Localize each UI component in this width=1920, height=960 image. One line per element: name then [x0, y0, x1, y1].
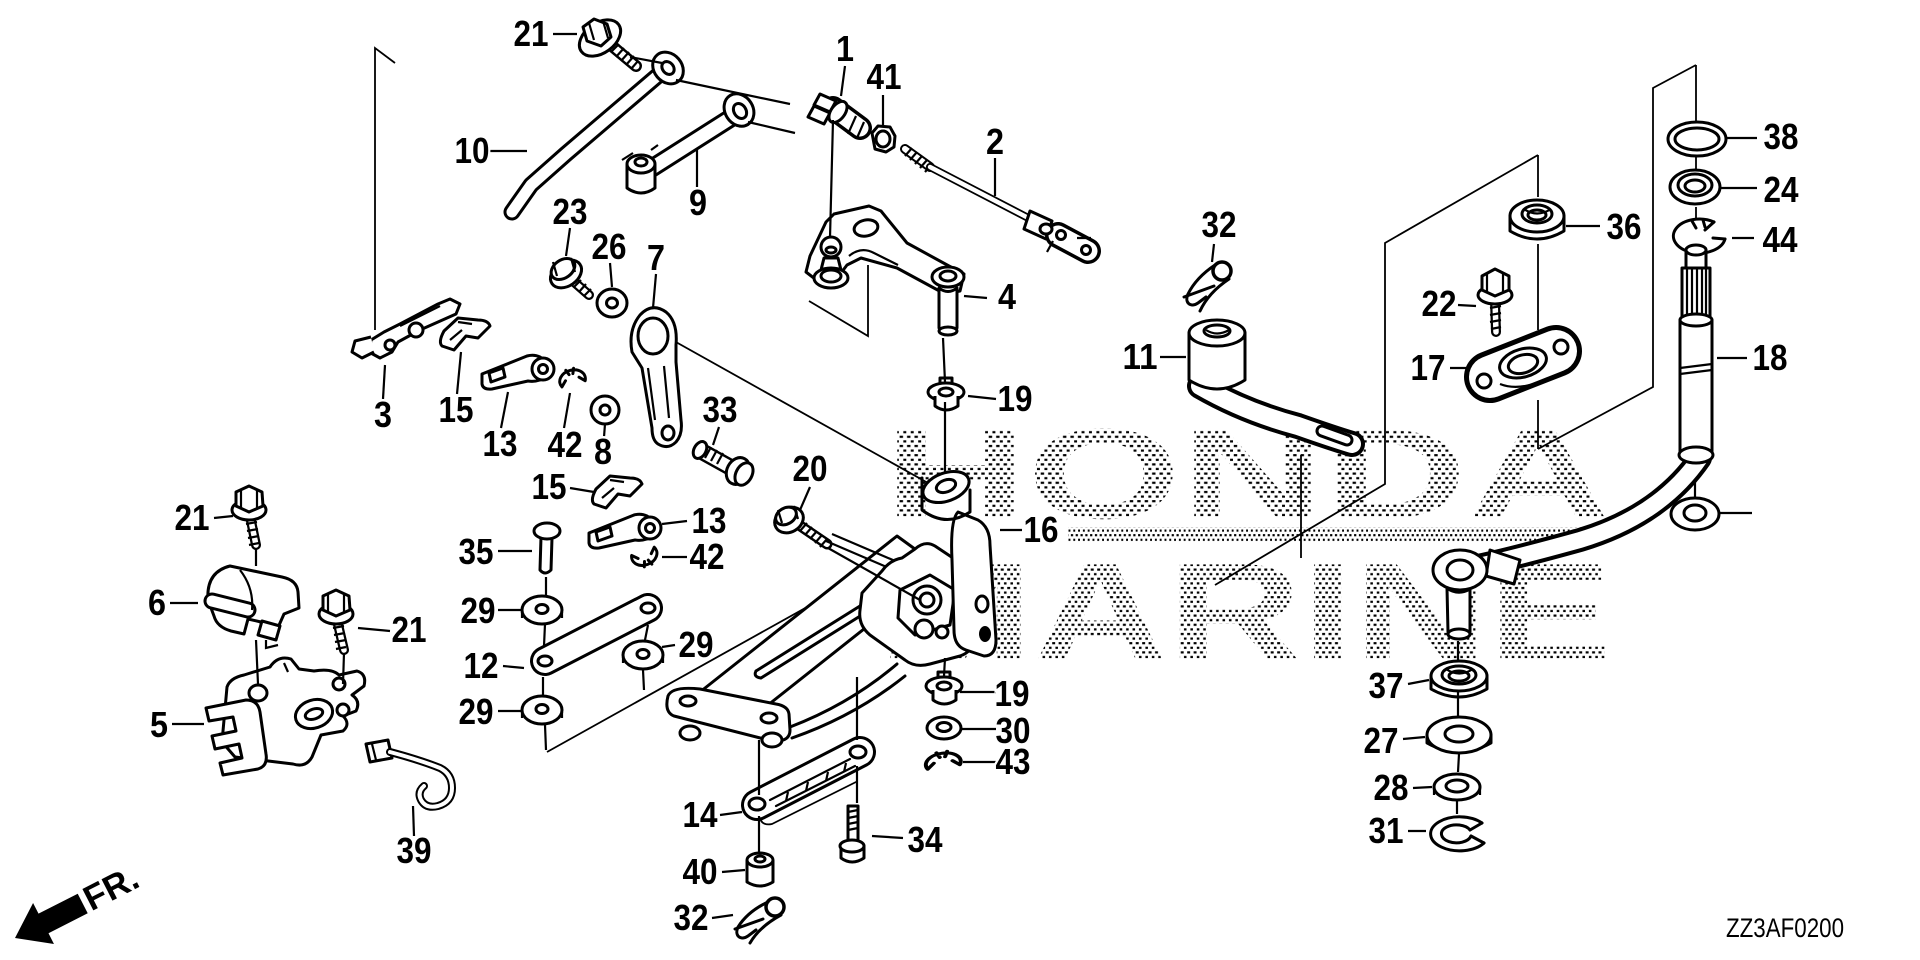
- svg-text:5: 5: [150, 704, 168, 745]
- svg-text:9: 9: [689, 182, 707, 223]
- svg-text:13: 13: [483, 423, 518, 464]
- svg-text:42: 42: [548, 424, 583, 465]
- svg-text:29: 29: [459, 691, 494, 732]
- svg-text:44: 44: [1763, 219, 1798, 260]
- svg-text:28: 28: [1374, 767, 1409, 808]
- svg-text:21: 21: [392, 609, 427, 650]
- svg-text:19: 19: [998, 378, 1033, 419]
- svg-text:21: 21: [175, 497, 210, 538]
- svg-text:34: 34: [908, 819, 943, 860]
- svg-text:35: 35: [459, 531, 494, 572]
- svg-text:14: 14: [683, 794, 718, 835]
- svg-text:13: 13: [692, 500, 727, 541]
- svg-text:8: 8: [594, 431, 612, 472]
- svg-text:12: 12: [464, 645, 499, 686]
- svg-text:17: 17: [1411, 347, 1446, 388]
- svg-text:23: 23: [553, 191, 588, 232]
- svg-text:26: 26: [592, 226, 627, 267]
- svg-text:30: 30: [996, 710, 1031, 751]
- svg-text:36: 36: [1607, 206, 1642, 247]
- svg-text:29: 29: [679, 624, 714, 665]
- svg-text:43: 43: [996, 741, 1031, 782]
- svg-text:10: 10: [455, 130, 490, 171]
- svg-text:2: 2: [986, 121, 1004, 162]
- svg-text:40: 40: [683, 851, 718, 892]
- svg-text:21: 21: [514, 13, 549, 54]
- svg-text:41: 41: [867, 56, 902, 97]
- svg-text:37: 37: [1369, 665, 1404, 706]
- svg-text:32: 32: [674, 897, 709, 938]
- svg-text:6: 6: [148, 582, 166, 623]
- svg-text:22: 22: [1422, 283, 1457, 324]
- svg-text:27: 27: [1364, 720, 1399, 761]
- svg-text:19: 19: [995, 673, 1030, 714]
- svg-text:15: 15: [439, 389, 474, 430]
- svg-text:11: 11: [1123, 336, 1158, 377]
- svg-text:ZZ3AF0200: ZZ3AF0200: [1726, 913, 1844, 943]
- svg-text:39: 39: [397, 830, 432, 871]
- svg-text:4: 4: [998, 276, 1016, 317]
- svg-text:16: 16: [1024, 509, 1059, 550]
- svg-text:1: 1: [836, 28, 854, 69]
- svg-text:20: 20: [793, 448, 828, 489]
- svg-text:24: 24: [1764, 169, 1799, 210]
- svg-text:7: 7: [647, 237, 665, 278]
- svg-text:3: 3: [374, 394, 392, 435]
- svg-text:18: 18: [1753, 337, 1788, 378]
- svg-text:HONDA: HONDA: [884, 403, 1610, 546]
- svg-text:15: 15: [532, 466, 567, 507]
- svg-text:29: 29: [461, 590, 496, 631]
- svg-text:31: 31: [1369, 810, 1404, 851]
- svg-text:33: 33: [703, 389, 738, 430]
- svg-text:32: 32: [1202, 204, 1237, 245]
- svg-text:42: 42: [690, 536, 725, 577]
- svg-text:38: 38: [1764, 116, 1799, 157]
